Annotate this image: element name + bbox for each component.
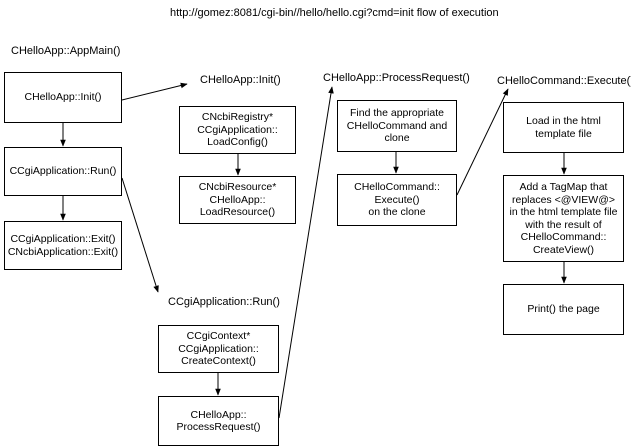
box-hello-init-text: CHelloApp::Init() xyxy=(24,91,102,104)
box-create-context-text: CCgiContext* CCgiApplication:: CreateCon… xyxy=(178,330,259,368)
box-load-template-text: Load in the html template file xyxy=(526,115,601,140)
box-print-page: Print() the page xyxy=(503,284,624,335)
box-find-command: Find the appropriate CHelloCommand and c… xyxy=(337,100,457,152)
header-appmain: CHelloApp::AppMain() xyxy=(11,45,121,57)
box-load-config-text: CNcbiRegistry* CCgiApplication:: LoadCon… xyxy=(197,111,278,149)
box-exits: CCgiApplication::Exit() CNcbiApplication… xyxy=(4,221,122,270)
header-execute: CHelloCommand::Execute() xyxy=(497,75,631,87)
box-add-tagmap: Add a TagMap that replaces <@VIEW@> in t… xyxy=(503,175,624,262)
box-process-request: CHelloApp:: ProcessRequest() xyxy=(158,396,279,446)
box-process-request-text: CHelloApp:: ProcessRequest() xyxy=(176,408,261,434)
box-load-resource-text: CNcbiResource* CHelloApp:: LoadResource(… xyxy=(198,181,277,219)
arrow-run-to-cgirun-header xyxy=(121,177,159,293)
box-execute-clone: CHelloCommand:: Execute() on the clone xyxy=(337,174,457,226)
header-process-request: CHelloApp::ProcessRequest() xyxy=(323,72,470,84)
box-load-template: Load in the html template file xyxy=(503,102,624,153)
arrow-process-to-header xyxy=(278,86,334,419)
page-title: http://gomez:8081/cgi-bin//hello/hello.c… xyxy=(170,7,499,19)
arrow-init-to-init-header xyxy=(121,82,188,101)
header-init: CHelloApp::Init() xyxy=(200,74,281,86)
box-cgi-run-text: CCgiApplication::Run() xyxy=(9,165,117,178)
box-load-config: CNcbiRegistry* CCgiApplication:: LoadCon… xyxy=(179,106,296,154)
box-cgi-run: CCgiApplication::Run() xyxy=(4,147,122,196)
box-print-page-text: Print() the page xyxy=(527,303,600,316)
box-hello-init: CHelloApp::Init() xyxy=(4,72,122,123)
arrow-execute-to-header xyxy=(456,88,509,196)
box-create-context: CCgiContext* CCgiApplication:: CreateCon… xyxy=(158,325,279,373)
box-find-command-text: Find the appropriate CHelloCommand and c… xyxy=(346,107,448,145)
box-add-tagmap-text: Add a TagMap that replaces <@VIEW@> in t… xyxy=(509,181,618,256)
header-cgi-run: CCgiApplication::Run() xyxy=(168,296,280,308)
box-exits-text: CCgiApplication::Exit() CNcbiApplication… xyxy=(7,233,119,258)
box-load-resource: CNcbiResource* CHelloApp:: LoadResource(… xyxy=(179,176,296,224)
box-execute-clone-text: CHelloCommand:: Execute() on the clone xyxy=(354,181,440,219)
